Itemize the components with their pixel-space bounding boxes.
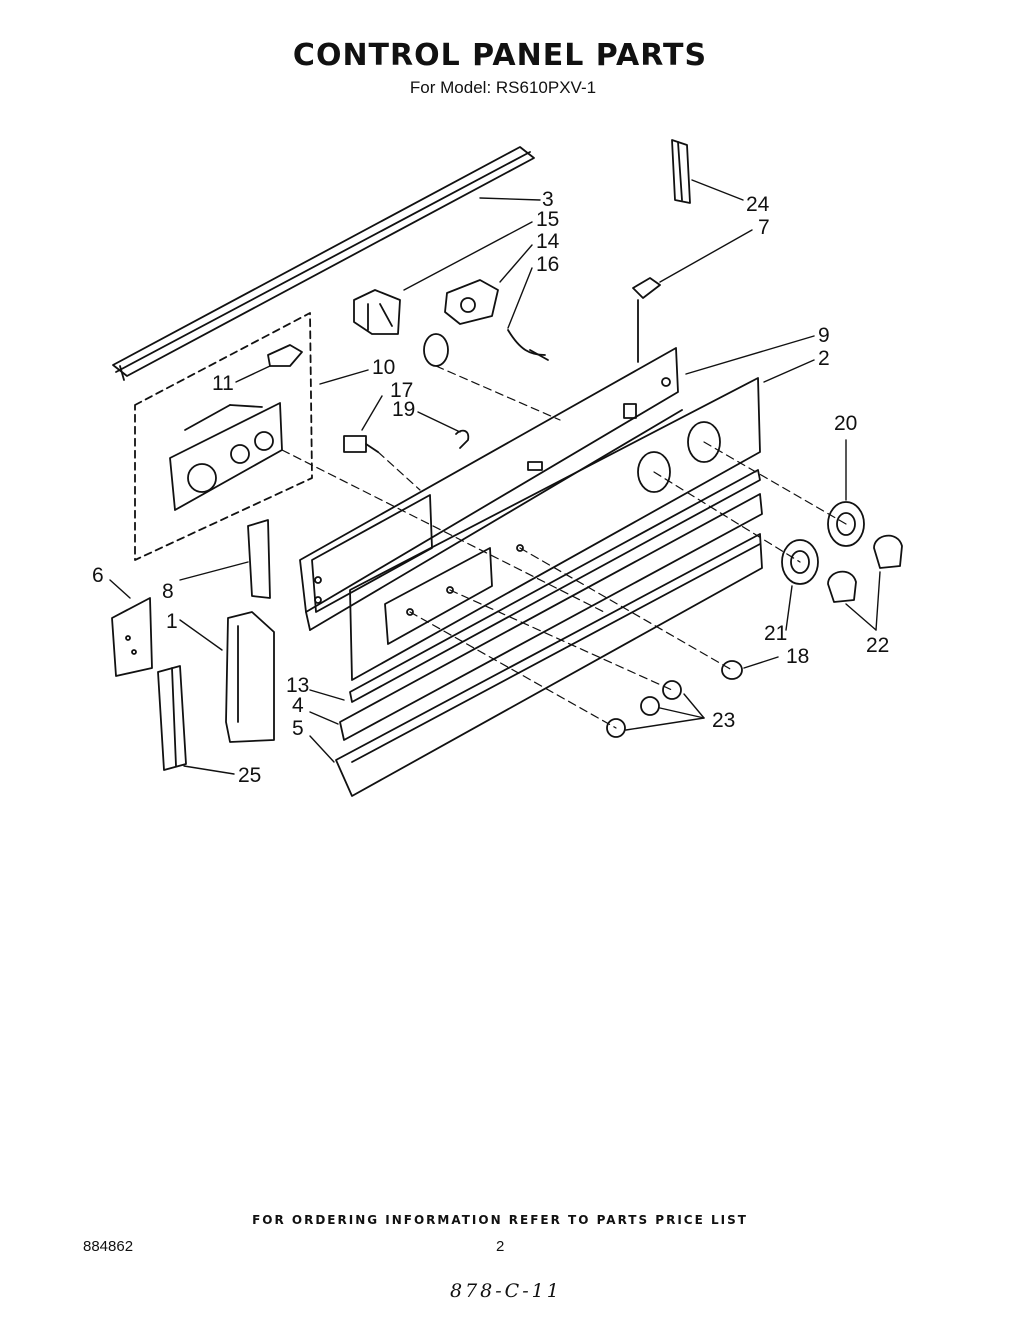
part-20-bezel bbox=[827, 501, 865, 547]
callout-11: 11 bbox=[212, 372, 234, 395]
callout-9: 9 bbox=[818, 324, 830, 347]
part-18-knob bbox=[721, 660, 743, 680]
part-6-plate bbox=[111, 597, 153, 677]
assembly-lines bbox=[281, 365, 847, 729]
callout-21: 21 bbox=[764, 622, 787, 645]
part-13-strip bbox=[349, 469, 761, 703]
part-15-housing bbox=[353, 289, 401, 335]
handwritten-note: 878-C-11 bbox=[450, 1280, 562, 1302]
callout-23: 23 bbox=[712, 709, 735, 732]
callout-6: 6 bbox=[92, 564, 104, 587]
part-16-wire bbox=[507, 329, 549, 361]
callout-10: 10 bbox=[372, 356, 395, 379]
part-17-switch bbox=[343, 435, 379, 453]
part-23-knob-b bbox=[640, 696, 660, 716]
part-19-clip bbox=[455, 429, 470, 449]
callout-19: 19 bbox=[392, 398, 415, 421]
part-21-bezel bbox=[781, 539, 819, 585]
callout-14: 14 bbox=[536, 230, 560, 253]
ring-part bbox=[423, 333, 449, 367]
callout-13: 13 bbox=[286, 674, 309, 697]
part-23-knob-a bbox=[662, 680, 682, 700]
part-1-endcap bbox=[225, 611, 275, 743]
part-22-knob-upper bbox=[873, 534, 903, 569]
part-23-knob-c bbox=[606, 718, 626, 738]
part-5-strip bbox=[335, 533, 763, 797]
callout-17: 17 bbox=[390, 379, 413, 402]
part-22-knob-lower bbox=[827, 570, 857, 603]
callout-15: 15 bbox=[536, 208, 559, 231]
leader-lines bbox=[109, 179, 881, 775]
callout-8: 8 bbox=[162, 580, 174, 603]
callout-2: 2 bbox=[818, 347, 830, 370]
part-24-bracket bbox=[671, 139, 691, 204]
part-4-strip bbox=[339, 493, 763, 741]
page-number: 2 bbox=[496, 1238, 505, 1255]
part-10-clock-module bbox=[134, 312, 313, 561]
page-title: CONTROL PANEL PARTS bbox=[292, 38, 708, 73]
callout-24: 24 bbox=[746, 193, 770, 216]
callout-5: 5 bbox=[292, 717, 304, 740]
callout-25: 25 bbox=[238, 764, 261, 787]
callout-labels: 3 15 14 16 24 7 9 2 11 10 17 19 20 6 8 1… bbox=[92, 188, 889, 787]
callout-20: 20 bbox=[834, 412, 857, 435]
part-2-front-panel bbox=[349, 377, 761, 681]
callout-16: 16 bbox=[536, 253, 559, 276]
part-8-bracket bbox=[247, 519, 271, 599]
callout-22: 22 bbox=[866, 634, 889, 657]
part-9-panel bbox=[299, 347, 683, 631]
callout-3: 3 bbox=[542, 188, 554, 211]
callout-4: 4 bbox=[292, 694, 304, 717]
callout-7: 7 bbox=[758, 216, 770, 239]
part-14-housing bbox=[444, 279, 499, 325]
callout-18: 18 bbox=[786, 645, 809, 668]
ordering-info-note: FOR ORDERING INFORMATION REFER TO PARTS … bbox=[252, 1213, 748, 1227]
part-3-trim-strip bbox=[112, 146, 535, 381]
part-7-clip bbox=[632, 277, 661, 363]
callout-1: 1 bbox=[166, 610, 178, 633]
model-subtitle: For Model: RS610PXV-1 bbox=[409, 78, 597, 97]
part-11-switch bbox=[267, 344, 303, 367]
part-25-endtrim bbox=[157, 665, 187, 771]
document-number: 884862 bbox=[83, 1238, 134, 1255]
